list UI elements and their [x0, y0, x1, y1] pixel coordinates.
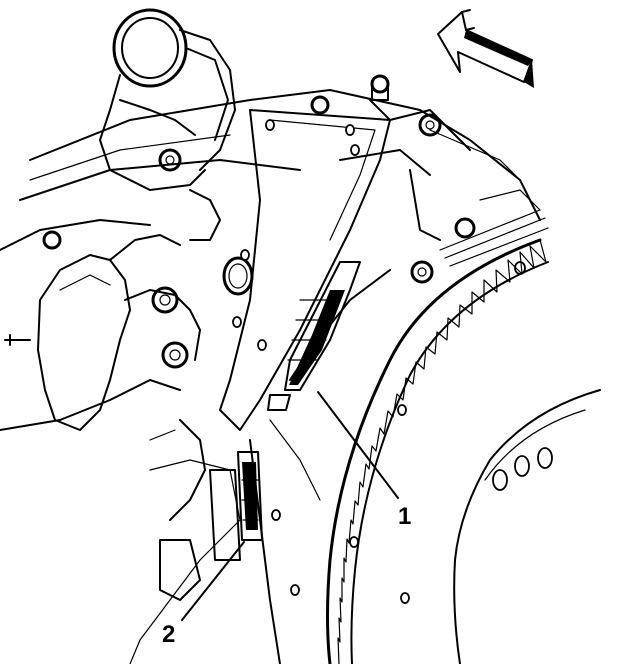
oil-seal — [222, 256, 254, 296]
engine-block — [0, 89, 541, 664]
callout-1-label: 1 — [398, 503, 411, 530]
flywheel — [326, 238, 601, 664]
ring-gear-teeth — [439, 209, 549, 267]
coolant-outlet-housing — [99, 8, 236, 241]
callout-2-label: 2 — [162, 621, 175, 648]
part-1-bracket — [267, 261, 361, 411]
mounting-holes — [232, 119, 526, 604]
front-arrow-icon — [437, 9, 534, 88]
callout-leader-lines — [181, 391, 399, 621]
exhaust-manifold — [4, 230, 201, 431]
part-2-bracket — [237, 451, 263, 541]
bolts — [310, 74, 476, 284]
